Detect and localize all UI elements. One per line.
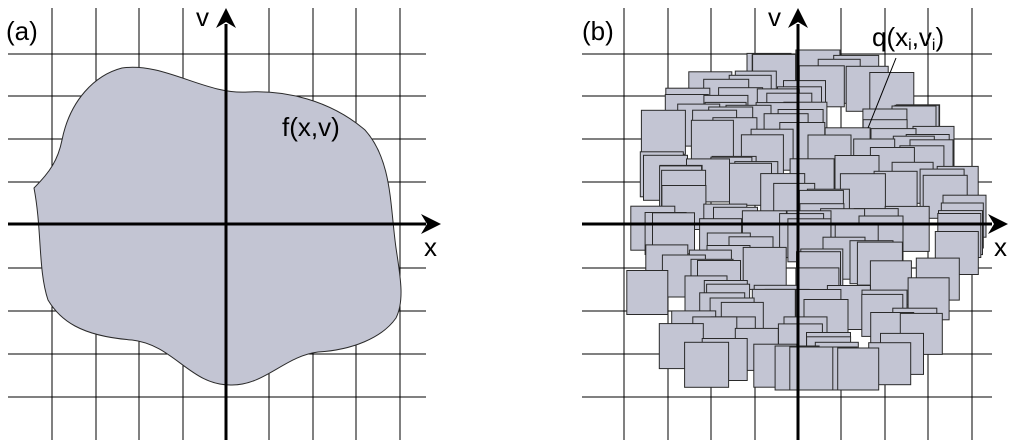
- distribution-function-region: [33, 66, 402, 386]
- x-axis-label-a: x: [424, 232, 437, 262]
- particle-square: [626, 270, 669, 315]
- particle-pointer: [867, 57, 897, 129]
- v-arrow-a: [216, 8, 236, 28]
- panel-label-a: (a): [6, 16, 38, 46]
- particle-square: [837, 347, 880, 391]
- x-arrow-b: [988, 214, 1008, 234]
- particle-label: q(xi,vi): [872, 22, 944, 54]
- x-arrow-a: [421, 214, 441, 234]
- density-label: f(x,v): [282, 112, 340, 142]
- v-axis-label-b: v: [768, 2, 781, 32]
- v-arrow-b: [788, 8, 808, 28]
- particle-square: [640, 109, 686, 155]
- x-axis-label-b: x: [994, 232, 1007, 262]
- particle-square: [684, 341, 730, 388]
- v-axis-label-a: v: [196, 2, 209, 32]
- particle-squares: [626, 49, 987, 391]
- panel-label-b: (b): [582, 16, 614, 46]
- panel-b: (b) v x q(xi,vi): [582, 2, 1008, 440]
- particle-square: [789, 346, 834, 391]
- panel-a: (a) v x f(x,v): [6, 2, 441, 440]
- particle-square: [742, 246, 787, 290]
